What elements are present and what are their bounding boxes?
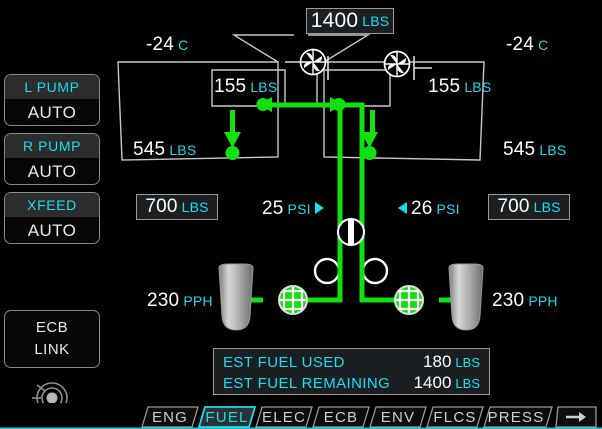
- left-main-tank-unit: LBS: [169, 142, 197, 158]
- left-fuel-pressure: 25 PSI: [262, 198, 324, 220]
- right-fuel-flow-unit: PPH: [528, 293, 558, 309]
- left-tank-total-value: 700: [145, 196, 178, 217]
- softkey-l-pump-value: AUTO: [27, 102, 77, 122]
- right-fuel-temp: -24 C: [506, 34, 548, 56]
- right-fuel-pressure-unit: PSI: [436, 201, 460, 217]
- right-fuel-pressure-value: 26: [411, 198, 433, 219]
- left-wing-leading-edge: [231, 34, 294, 63]
- left-main-tank-qty: 545 LBS: [133, 139, 196, 161]
- left-feed-tank-unit: LBS: [250, 79, 278, 95]
- left-tank-total-unit: LBS: [181, 199, 209, 215]
- left-fuel-temp-value: -24: [146, 34, 175, 55]
- left-tank-total-box: 700 LBS: [136, 194, 218, 220]
- tab-shape-eng: [141, 406, 199, 428]
- softkey-l-pump-title: L PUMP: [5, 75, 99, 99]
- est-fuel-used-label: EST FUEL USED: [223, 354, 345, 371]
- softkey-xfeed[interactable]: XFEED AUTO: [4, 192, 100, 244]
- right-tank-total-value: 700: [497, 196, 530, 217]
- left-feed-tank-value: 155: [214, 76, 247, 97]
- left-flow-direction-icon: [314, 202, 324, 214]
- tab-shape-press: [483, 406, 553, 428]
- right-main-tank-outline: [323, 61, 485, 161]
- left-fuel-flow-unit: PPH: [183, 293, 213, 309]
- tab-ecb[interactable]: ECB: [323, 408, 359, 426]
- est-fuel-remaining-unit: LBS: [455, 376, 480, 391]
- left-boost-pump-icon: [299, 48, 327, 76]
- left-feed-tank-qty: 155 LBS: [214, 76, 277, 98]
- right-fuel-flow-value: 230: [492, 290, 525, 311]
- right-transfer-flow-icon: [330, 97, 346, 112]
- right-wing-leading-edge: [308, 34, 371, 63]
- right-fuel-temp-value: -24: [506, 34, 535, 55]
- tab-shape-flcs: [426, 406, 484, 428]
- est-fuel-remaining-row: EST FUEL REMAINING 1400 LBS: [223, 373, 480, 394]
- total-fuel-box: 1400 LBS: [306, 8, 394, 34]
- total-fuel-unit: LBS: [362, 13, 390, 29]
- right-feed-tank-value: 155: [428, 76, 461, 97]
- right-fuel-temp-unit: C: [538, 37, 549, 53]
- softkey-ecb-link-line2: LINK: [34, 341, 70, 358]
- est-fuel-used-value: 180: [423, 352, 452, 371]
- total-fuel-value: 1400: [310, 9, 359, 32]
- right-engine-nacelle: [448, 263, 484, 331]
- tab-eng[interactable]: ENG: [151, 408, 189, 426]
- right-fuel-filter-icon: [394, 285, 424, 315]
- left-fuel-filter-icon: [278, 285, 308, 315]
- right-main-tank-qty: 545 LBS: [503, 139, 566, 161]
- right-jet-pump-transfer-icon: [361, 110, 378, 160]
- fuel-estimates-panel: EST FUEL USED 180 LBS EST FUEL REMAINING…: [213, 348, 490, 395]
- softkey-r-pump-title: R PUMP: [5, 134, 99, 158]
- softkey-ecb-link[interactable]: ECB LINK: [4, 310, 100, 368]
- left-engine-nacelle: [218, 263, 254, 331]
- right-boost-pump-icon: [383, 50, 411, 78]
- left-fuel-temp: -24 C: [146, 34, 188, 56]
- tab-env[interactable]: ENV: [380, 408, 416, 426]
- softkey-r-pump[interactable]: R PUMP AUTO: [4, 133, 100, 185]
- right-feed-tank-unit: LBS: [464, 79, 492, 95]
- right-flow-direction-icon: [398, 202, 407, 214]
- softkey-l-pump[interactable]: L PUMP AUTO: [4, 74, 100, 126]
- tab-shape-fuel: [197, 406, 257, 428]
- softkey-ecb-link-line1: ECB: [35, 318, 69, 336]
- tab-fuel[interactable]: FUEL: [205, 408, 249, 426]
- tab-press[interactable]: PRESS: [487, 408, 545, 426]
- tab-shape-elec: [255, 406, 313, 428]
- est-fuel-remaining-value: 1400: [413, 373, 452, 392]
- right-main-tank-unit: LBS: [539, 142, 567, 158]
- right-feed-tank-qty: 155 LBS: [428, 76, 491, 98]
- est-fuel-remaining-label: EST FUEL REMAINING: [223, 375, 391, 392]
- softkey-xfeed-title: XFEED: [5, 193, 99, 217]
- right-tank-total-box: 700 LBS: [488, 194, 570, 220]
- right-tank-total-unit: LBS: [533, 199, 561, 215]
- left-transfer-flow-icon: [256, 97, 272, 112]
- left-jet-pump-transfer-icon: [224, 110, 241, 160]
- left-main-tank-outline: [117, 61, 279, 161]
- right-fuel-flow: 230 PPH: [492, 290, 558, 312]
- tab-shape-env: [369, 406, 427, 428]
- crossfeed-valve-closed-icon[interactable]: [337, 218, 365, 246]
- page-tab-bar: ENG FUEL ELEC ECB ENV FLCS PRESS: [0, 403, 602, 429]
- left-fuel-pressure-value: 25: [262, 198, 284, 219]
- est-fuel-used-row: EST FUEL USED 180 LBS: [223, 352, 480, 373]
- left-fuel-flow-value: 230: [147, 290, 180, 311]
- tab-flcs[interactable]: FLCS: [433, 408, 477, 426]
- tab-elec[interactable]: ELEC: [262, 408, 306, 426]
- softkey-xfeed-value: AUTO: [27, 220, 77, 240]
- right-shutoff-valve-open-icon[interactable]: [361, 257, 389, 285]
- left-fuel-temp-unit: C: [178, 37, 189, 53]
- right-main-tank-value: 545: [503, 139, 536, 160]
- right-fuel-pressure: 26 PSI: [398, 198, 460, 220]
- next-page-button[interactable]: [556, 406, 598, 428]
- tab-shape-ecb: [312, 406, 370, 428]
- left-fuel-pressure-unit: PSI: [287, 201, 311, 217]
- left-fuel-flow: 230 PPH: [147, 290, 213, 312]
- arrow-right-icon: [566, 412, 586, 422]
- softkey-r-pump-value: AUTO: [27, 161, 77, 181]
- est-fuel-used-unit: LBS: [455, 355, 480, 370]
- left-main-tank-value: 545: [133, 139, 166, 160]
